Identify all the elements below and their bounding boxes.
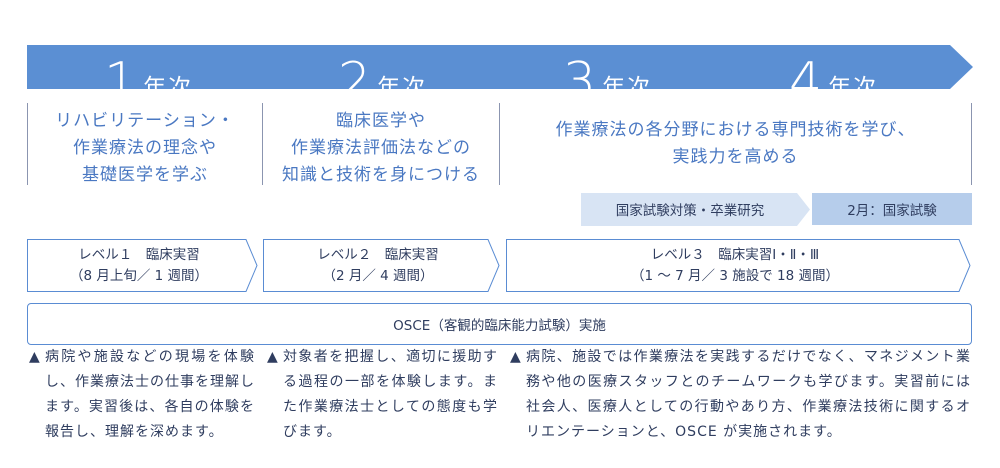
- level-1-note: ▲ 病院や施設などの現場を体験し、作業療法士の仕事を理解します。実習後は、各自の…: [29, 345, 255, 445]
- level-1-box: レベル１ 臨床実習 （8 月上旬／ 1 週間）: [28, 245, 250, 287]
- osce-box: OSCE（客観的臨床能力試験）実施: [27, 303, 972, 345]
- level-1-period: （8 月上旬／ 1 週間）: [69, 268, 209, 284]
- triangle-marker-icon: ▲: [510, 349, 522, 365]
- year-2-suffix: 年次: [377, 75, 428, 101]
- column-divider: [27, 103, 28, 185]
- level-3-title: レベル３ 臨床実習Ⅰ・Ⅱ・Ⅲ: [650, 247, 820, 263]
- year-4-label: 4 年次: [789, 28, 878, 108]
- triangle-marker-icon: ▲: [267, 349, 279, 365]
- level-boxes-outline: [27, 239, 971, 292]
- level-3-box: レベル３ 臨床実習Ⅰ・Ⅱ・Ⅲ （1 ～ 7 月／ 3 施設で 18 週間）: [507, 245, 963, 287]
- level-2-note: ▲ 対象者を把握し、適切に援助する過程の一部を体験します。また作業療法士としての…: [267, 345, 498, 445]
- year-3-suffix: 年次: [602, 75, 653, 101]
- year-2-label: 2 年次: [338, 28, 427, 108]
- tag-preparation-shape: [581, 193, 810, 226]
- years-3-4-description: 作業療法の各分野における専門技術を学び、 実践力を高める: [555, 120, 916, 167]
- triangle-marker-icon: ▲: [29, 349, 41, 365]
- column-divider: [971, 103, 972, 185]
- level-3-note: ▲ 病院、施設では作業療法を実践するだけでなく、マネジメント業務や他の医療スタッ…: [510, 345, 971, 445]
- level-1-title: レベル１ 臨床実習: [78, 247, 200, 263]
- column-divider: [262, 103, 263, 185]
- level-3-period: （1 ～ 7 月／ 3 施設で 18 週間）: [631, 268, 839, 284]
- year-3-label: 3 年次: [563, 28, 652, 108]
- column-divider: [499, 103, 500, 185]
- year-2-number: 2: [338, 52, 372, 112]
- tag-exam-preparation: 国家試験対策・卒業研究: [615, 203, 765, 219]
- level-2-box: レベル２ 臨床実習 （2 月／ 4 週間）: [264, 245, 492, 287]
- year-1-description: リハビリテーション・ 作業療法の理念や 基礎医学を学ぶ: [55, 111, 235, 185]
- year-1-number: 1: [104, 52, 138, 112]
- year-2-description: 臨床医学や 作業療法評価法などの 知識と技術を身につける: [282, 111, 480, 185]
- year-1-suffix: 年次: [143, 75, 194, 101]
- tag-national-exam: 2月：国家試験: [812, 193, 972, 225]
- year-timeline-arrow: [27, 45, 973, 89]
- year-3-number: 3: [563, 52, 597, 112]
- year-4-suffix: 年次: [828, 75, 879, 101]
- level-2-title: レベル２ 臨床実習: [317, 247, 439, 263]
- year-4-number: 4: [789, 52, 823, 112]
- year-1-label: 1 年次: [104, 28, 193, 108]
- level-2-period: （2 月／ 4 週間）: [322, 268, 434, 284]
